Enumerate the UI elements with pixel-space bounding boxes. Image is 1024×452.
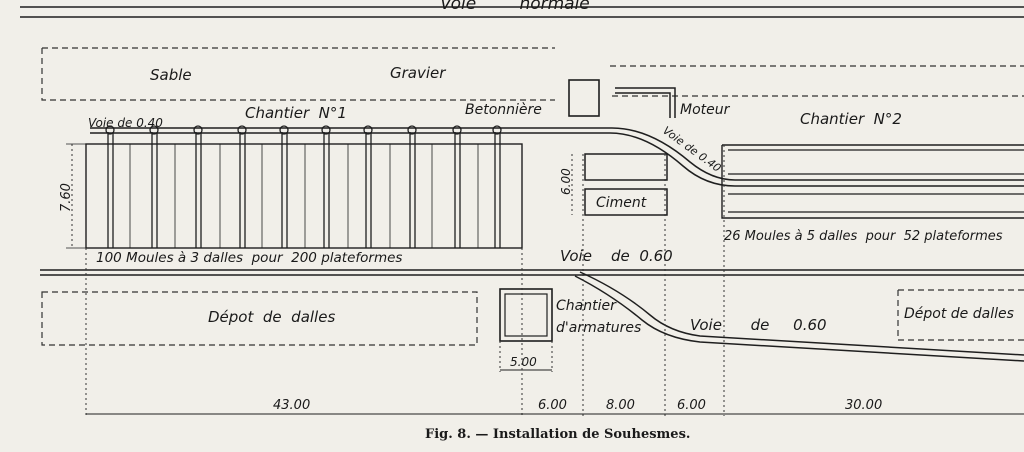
label-chantier-armatures-2: d'armatures xyxy=(556,320,641,336)
dim-600b: 6.00 xyxy=(677,398,706,413)
label-moules-100: 100 Moules à 3 dalles pour 200 plateform… xyxy=(96,250,402,266)
dim-800: 8.00 xyxy=(606,398,635,413)
dim-3000: 30.00 xyxy=(845,398,882,413)
dim-600-vertical: 6.00 xyxy=(559,168,573,195)
voie-040-rail-a xyxy=(90,127,1024,181)
label-depot-right: Dépot de dalles xyxy=(904,306,1014,322)
armatures-box-outer xyxy=(499,288,553,342)
chantier-2-block xyxy=(721,144,1024,219)
branch-rail-b xyxy=(574,275,1024,362)
label-chantier-1: Chantier N°1 xyxy=(245,104,347,122)
label-voie-normale: Voie normale xyxy=(440,0,590,14)
label-sable: Sable xyxy=(150,66,192,84)
label-betonniere: Betonnière xyxy=(465,102,542,118)
label-ciment: Ciment xyxy=(596,195,647,211)
figure-caption: Fig. 8. — Installation de Souhesmes. xyxy=(425,427,690,442)
ciment-box xyxy=(584,188,668,216)
chantier-1-moulds-block xyxy=(85,143,523,249)
label-voie-040-diag: Voie de 0.40 xyxy=(660,124,723,175)
ciment-upper-box xyxy=(584,153,668,181)
label-depot-left: Dépot de dalles xyxy=(208,308,335,326)
dim-600a: 6.00 xyxy=(538,398,567,413)
crane-wheels xyxy=(105,125,502,135)
label-moules-26: 26 Moules à 5 dalles pour 52 plateformes xyxy=(724,229,1003,244)
moteur-box xyxy=(615,87,676,118)
depot-dalles-right xyxy=(897,289,1024,341)
label-voie-060-bottom: Voie de 0.60 xyxy=(690,316,827,334)
voie-040-rail-b xyxy=(90,132,1024,187)
label-gravier: Gravier xyxy=(390,64,446,82)
dim-4300: 43.00 xyxy=(273,398,310,413)
label-voie-040-left: Voie de 0.40 xyxy=(88,116,163,130)
label-chantier-2: Chantier N°2 xyxy=(800,110,902,128)
dim-760: 7.60 xyxy=(59,183,74,212)
sable-gravier-area xyxy=(41,47,555,101)
label-voie-060-top: Voie de 0.60 xyxy=(560,247,673,265)
label-chantier-armatures-1: Chantier xyxy=(556,298,617,314)
armatures-box-inner xyxy=(504,293,548,337)
chantier-1-mould-columns xyxy=(107,132,501,248)
dim-500: 5.00 xyxy=(510,355,537,369)
depot-dalles-left xyxy=(41,291,478,346)
branch-rail-a xyxy=(579,271,1024,356)
label-moteur: Moteur xyxy=(680,102,731,118)
betonniere-box xyxy=(568,79,600,117)
bottom-dimension-line xyxy=(85,145,1024,416)
sable-gravier-area-right xyxy=(610,65,1024,97)
